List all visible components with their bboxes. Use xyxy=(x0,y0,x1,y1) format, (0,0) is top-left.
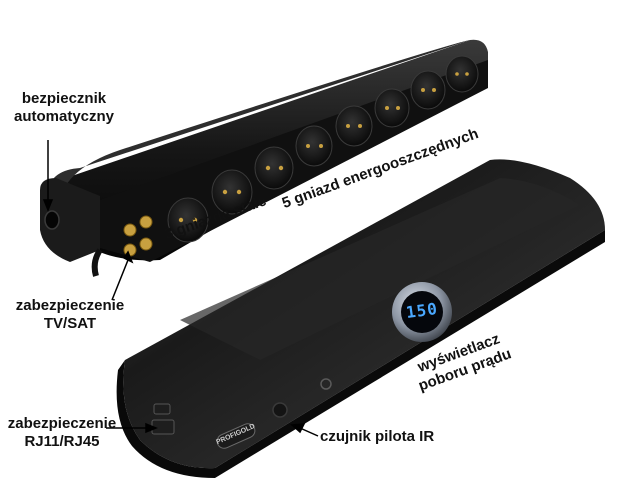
socket-contacts xyxy=(178,72,469,223)
pointer-lines xyxy=(42,140,319,437)
socket-6 xyxy=(374,88,410,128)
socket-2 xyxy=(211,169,253,215)
socket-5 xyxy=(335,105,373,147)
socket-3 xyxy=(254,146,294,190)
fuse-label: bezpiecznik automatyczny xyxy=(8,90,120,126)
brand-badge xyxy=(216,423,256,449)
rj-port-2 xyxy=(153,403,171,415)
strip-left-end xyxy=(40,178,100,262)
tv-sat-label: zabezpieczenie TV/SAT xyxy=(6,297,134,333)
coax-connectors xyxy=(123,215,153,257)
rj-label-line1: zabezpieczenie xyxy=(7,415,117,432)
fuse-label-line1: bezpiecznik xyxy=(21,90,107,107)
rj-label-line2: RJ11/RJ45 xyxy=(24,433,100,450)
unit-right-edge xyxy=(215,230,605,478)
power-strip xyxy=(40,39,502,277)
display-face xyxy=(401,291,443,333)
fuse-label-line2: automatyczny xyxy=(13,108,115,125)
socket-row xyxy=(167,55,479,243)
tv-sat-label-line2: TV/SAT xyxy=(43,315,97,332)
power-icon xyxy=(320,378,332,390)
strip-cable xyxy=(91,248,103,277)
unit-front xyxy=(116,360,215,478)
tv-sat-label-line1: zabezpieczenie xyxy=(15,297,125,314)
socket-4 xyxy=(295,125,333,167)
unit-ridge xyxy=(180,178,580,360)
ir-sensor xyxy=(272,402,288,418)
rj-label: zabezpieczenie RJ11/RJ45 xyxy=(2,415,122,451)
ir-sensor-label: czujnik pilota IR xyxy=(320,428,435,445)
socket-7 xyxy=(410,70,446,110)
fuse-button xyxy=(44,210,60,230)
control-unit xyxy=(116,159,605,478)
socket-8 xyxy=(445,55,479,93)
socket-1 xyxy=(167,197,209,243)
